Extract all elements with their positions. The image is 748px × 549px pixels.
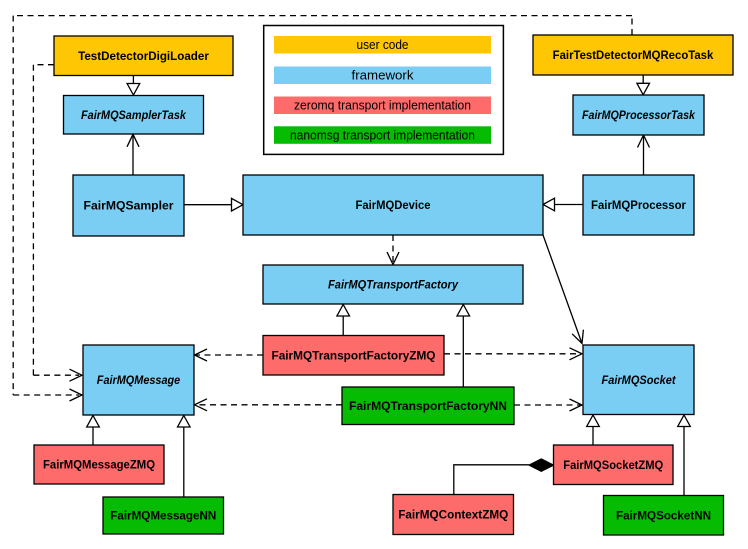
- svg-text:framework: framework: [352, 69, 415, 83]
- svg-text:FairMQMessage: FairMQMessage: [97, 375, 181, 387]
- svg-text:FairMQTransportFactoryNN: FairMQTransportFactoryNN: [349, 401, 507, 413]
- svg-text:FairMQProcessor: FairMQProcessor: [591, 200, 687, 212]
- svg-text:FairMQSamplerTask: FairMQSamplerTask: [81, 110, 187, 122]
- svg-text:FairMQTransportFactoryZMQ: FairMQTransportFactoryZMQ: [272, 350, 436, 362]
- svg-text:FairMQSocketNN: FairMQSocketNN: [616, 510, 711, 522]
- svg-text:FairMQContextZMQ: FairMQContextZMQ: [398, 510, 508, 522]
- svg-text:FairMQSocketZMQ: FairMQSocketZMQ: [563, 460, 663, 472]
- svg-text:FairMQProcessorTask: FairMQProcessorTask: [582, 110, 696, 122]
- svg-text:zeromq transport implementatio: zeromq transport implementation: [294, 99, 471, 113]
- svg-text:nanomsg transport implementati: nanomsg transport implementation: [290, 128, 475, 142]
- svg-text:FairTestDetectorMQRecoTask: FairTestDetectorMQRecoTask: [553, 50, 714, 62]
- svg-text:FairMQDevice: FairMQDevice: [356, 200, 431, 212]
- svg-text:FairMQSocket: FairMQSocket: [602, 375, 677, 387]
- svg-text:user code: user code: [357, 38, 409, 52]
- svg-text:TestDetectorDigiLoader: TestDetectorDigiLoader: [78, 51, 209, 63]
- svg-text:FairMQMessageZMQ: FairMQMessageZMQ: [43, 460, 155, 472]
- svg-text:FairMQMessageNN: FairMQMessageNN: [110, 511, 216, 523]
- svg-text:FairMQSampler: FairMQSampler: [84, 201, 175, 213]
- svg-text:FairMQTransportFactory: FairMQTransportFactory: [328, 280, 459, 292]
